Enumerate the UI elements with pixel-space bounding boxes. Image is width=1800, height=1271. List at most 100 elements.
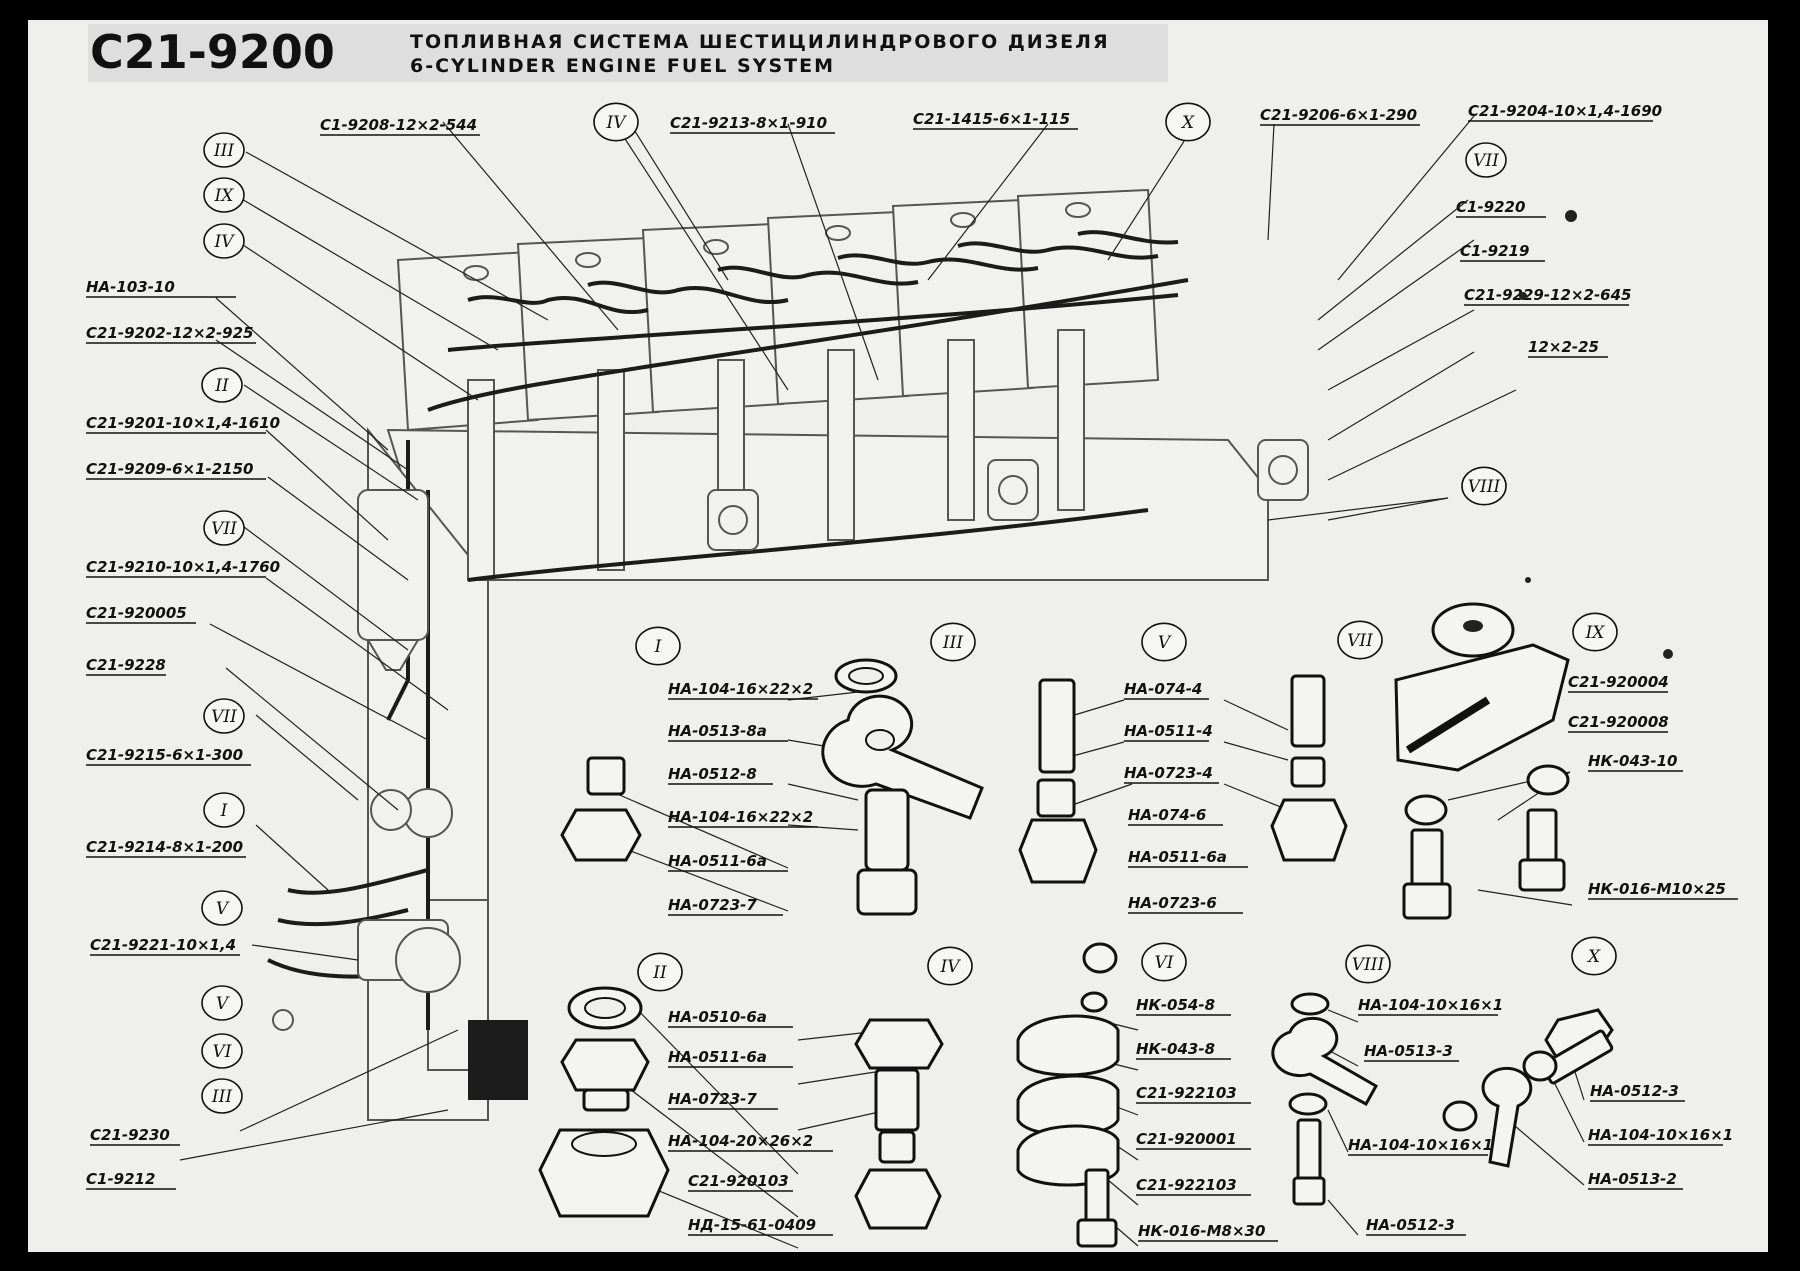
leader-lines xyxy=(179,115,1585,1249)
part-label: НА-0513-3 xyxy=(1364,1042,1459,1062)
roman-marker: VII xyxy=(203,698,245,734)
part-label: НА-0723-7 xyxy=(668,896,783,916)
marker-numeral: III xyxy=(213,141,234,161)
part-label-text: НК-043-8 xyxy=(1136,1040,1215,1058)
specks xyxy=(1519,210,1673,659)
sleeve-part xyxy=(1038,678,1076,774)
part-label: 12×2-25 xyxy=(1528,338,1608,358)
marker-circle xyxy=(203,792,245,828)
marker-circle xyxy=(201,1033,243,1069)
part-label-text: НА-0512-3 xyxy=(1590,1082,1679,1100)
part-labels: НА-103-10C21-9202-12×2-925C21-9201-10×1,… xyxy=(86,102,1738,1242)
diagram-sheet: C21-9200 ТОПЛИВНАЯ СИСТЕМА ШЕСТИЦИЛИНДРО… xyxy=(28,20,1768,1252)
part-label-text: C1-9212 xyxy=(86,1170,155,1188)
part-label: НА-0511-6а xyxy=(668,852,788,872)
marker-numeral: II xyxy=(652,963,667,983)
marker-circle xyxy=(201,985,243,1021)
marker-numeral: VIII xyxy=(1468,477,1501,497)
roman-marker: IV xyxy=(593,102,639,142)
marker-numeral: X xyxy=(1586,947,1601,967)
marker-circle xyxy=(203,510,245,546)
part-label: НА-074-6 xyxy=(1128,806,1223,826)
part-label: C21-9230 xyxy=(90,1126,180,1146)
part-label-text: НА-0511-6а xyxy=(668,1048,767,1066)
part-label: НА-074-4 xyxy=(1124,680,1209,700)
feed-pump xyxy=(272,788,528,1100)
part-label: C21-922103 xyxy=(1136,1084,1251,1104)
part-label-text: C21-920008 xyxy=(1568,713,1669,731)
marker-numeral: VII xyxy=(211,519,237,539)
marker-circle xyxy=(203,223,245,259)
part-label-text: C21-9204-10×1,4-1690 xyxy=(1468,102,1662,120)
marker-circle xyxy=(1345,944,1391,984)
roman-marker: VIII xyxy=(1461,466,1507,506)
roman-marker: IV xyxy=(927,946,973,986)
detail-parts xyxy=(538,602,1614,1248)
marker-circle xyxy=(1141,942,1187,982)
part-label-text: C21-9202-12×2-925 xyxy=(86,324,254,342)
part-label-text: НД-15-61-0409 xyxy=(688,1216,816,1234)
part-label-text: НА-0511-4 xyxy=(1124,722,1213,740)
part-label: НА-0511-6а xyxy=(1128,848,1248,868)
part-label: C21-920004 xyxy=(1568,673,1669,693)
roman-marker: VI xyxy=(201,1033,243,1069)
part-label: НА-0513-8а xyxy=(668,722,788,742)
roman-marker: VII xyxy=(1465,142,1507,178)
part-label: НА-0723-7 xyxy=(668,1090,778,1110)
part-label: НК-043-8 xyxy=(1136,1040,1231,1060)
part-label-text: C21-9210-10×1,4-1760 xyxy=(86,558,280,576)
part-label-text: НА-0513-8а xyxy=(668,722,767,740)
marker-circle xyxy=(203,177,245,213)
marker-numeral: V xyxy=(1158,633,1172,653)
part-label-text: НК-016-М10×25 xyxy=(1588,880,1726,898)
marker-circle xyxy=(1337,620,1383,660)
title-band xyxy=(88,24,1168,82)
marker-numeral: I xyxy=(220,801,228,821)
marker-circle xyxy=(593,102,639,142)
roman-marker: VII xyxy=(1337,620,1383,660)
part-label: НД-15-61-0409 xyxy=(688,1216,833,1236)
part-label-text: НА-0513-2 xyxy=(1588,1170,1677,1188)
roman-marker: VI xyxy=(1141,942,1187,982)
roman-marker: IV xyxy=(203,223,245,259)
marker-numeral: IV xyxy=(214,232,236,252)
part-label: НА-104-16×22×2 xyxy=(668,680,818,700)
marker-circle xyxy=(203,698,245,734)
part-label: C21-922103 xyxy=(1136,1176,1251,1196)
part-label-text: C21-920103 xyxy=(688,1172,789,1190)
roman-marker: I xyxy=(635,626,681,666)
roman-marker: II xyxy=(201,367,243,403)
part-label-text: C21-9228 xyxy=(86,656,166,674)
marker-numeral: IV xyxy=(606,113,628,133)
marker-circle xyxy=(1571,936,1617,976)
part-label: C21-920001 xyxy=(1136,1130,1251,1150)
part-label-text: НА-104-10×16×1 xyxy=(1348,1136,1493,1154)
roman-marker: I xyxy=(203,792,245,828)
part-label-text: НА-0511-6а xyxy=(668,852,767,870)
marker-numeral: V xyxy=(216,994,230,1014)
marker-circle xyxy=(1465,142,1507,178)
part-label-text: C1-9208-12×2-544 xyxy=(320,116,477,134)
roman-marker: III xyxy=(930,622,976,662)
part-label-text: НА-104-16×22×2 xyxy=(668,680,813,698)
large-nut-part xyxy=(538,1128,670,1218)
part-label-text: C21-9209-6×1-2150 xyxy=(86,460,254,478)
title-block: C21-9200 ТОПЛИВНАЯ СИСТЕМА ШЕСТИЦИЛИНДРО… xyxy=(88,24,1168,82)
marker-numeral: VIII xyxy=(1352,955,1385,975)
part-label: НК-016-М8×30 xyxy=(1138,1222,1278,1242)
marker-numeral: VII xyxy=(211,707,237,727)
part-label-text: НА-0723-6 xyxy=(1128,894,1217,912)
part-label: НА-0513-2 xyxy=(1588,1170,1683,1190)
roman-marker: VII xyxy=(203,510,245,546)
marker-numeral: VII xyxy=(1473,151,1499,171)
part-label: C21-9202-12×2-925 xyxy=(86,324,256,344)
part-label: C21-9221-10×1,4 xyxy=(90,936,240,956)
part-label: C21-920005 xyxy=(86,604,196,624)
part-label-text: C21-920005 xyxy=(86,604,187,622)
injection-pumps xyxy=(707,439,1309,551)
marker-numeral: II xyxy=(214,376,229,396)
part-label: C21-9214-8×1-200 xyxy=(86,838,246,858)
injector-posts xyxy=(467,329,1085,581)
marker-numeral: V xyxy=(216,899,230,919)
part-label: НА-0511-6а xyxy=(668,1048,793,1068)
